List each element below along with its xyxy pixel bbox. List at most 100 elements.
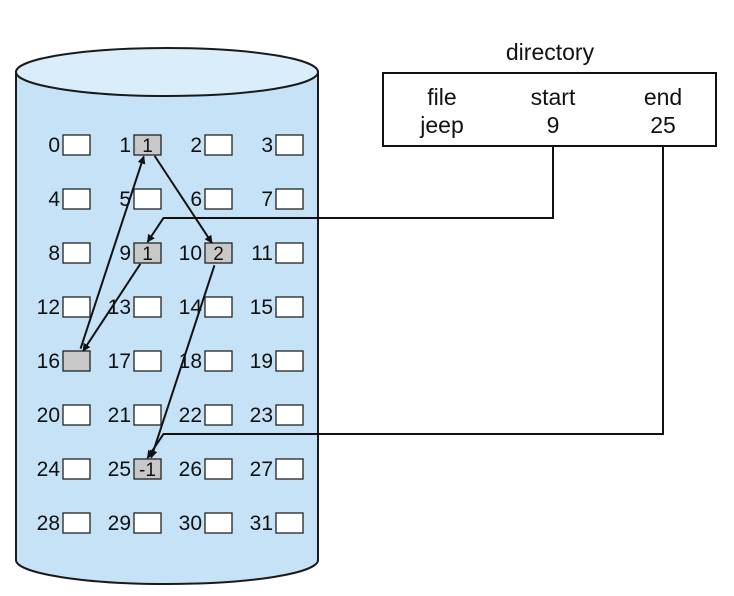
- free-block-box: [62, 404, 91, 426]
- directory-title: directory: [506, 39, 595, 65]
- disk-block-18: 18: [179, 350, 233, 373]
- block-number-label: 12: [37, 296, 60, 319]
- directory-header-start: start: [531, 84, 576, 110]
- free-block-box: [62, 296, 91, 318]
- disk-block-29: 29: [108, 512, 162, 535]
- block-pointer-value: 1: [142, 136, 153, 157]
- block-number-label: 0: [48, 134, 60, 157]
- directory-box: [382, 72, 717, 147]
- block-number-label: 8: [48, 242, 60, 265]
- pointer-arrows: [79, 146, 664, 459]
- disk-block-8: 8: [48, 242, 91, 265]
- used-block-box: [133, 242, 162, 264]
- free-block-box: [62, 458, 91, 480]
- block-pointer-value: -1: [139, 460, 156, 481]
- block-number-label: 5: [119, 188, 131, 211]
- free-block-box: [204, 350, 233, 372]
- directory-header-end: end: [644, 84, 682, 110]
- chain-arrow-16-to-1: [79, 155, 146, 349]
- block-number-label: 11: [251, 242, 273, 265]
- disk-block-22: 22: [179, 404, 233, 427]
- free-block-box: [133, 296, 162, 318]
- block-number-label: 30: [179, 512, 202, 535]
- chain-arrow-10-to-25: [149, 265, 216, 459]
- disk-block-5: 5: [119, 188, 162, 211]
- block-number-label: 31: [250, 512, 273, 535]
- disk-block-23: 23: [250, 404, 304, 427]
- disk-block-21: 21: [108, 404, 162, 427]
- disk-body: [15, 71, 319, 585]
- free-block-box: [133, 512, 162, 534]
- block-number-label: 7: [261, 188, 273, 211]
- free-block-box: [275, 458, 304, 480]
- block-number-label: 20: [37, 404, 60, 427]
- used-block-box: [204, 242, 233, 264]
- block-number-label: 23: [250, 404, 273, 427]
- block-number-label: 29: [108, 512, 131, 535]
- directory-end-pointer-arrow: [146, 146, 664, 459]
- block-number-label: 16: [37, 350, 60, 373]
- disk-block-26: 26: [179, 458, 233, 481]
- disk-block-28: 28: [37, 512, 91, 535]
- used-block-box: [133, 134, 162, 156]
- disk-block-16: 16: [37, 350, 91, 373]
- directory-row-end: 25: [650, 112, 676, 138]
- disk-block-0: 0: [48, 134, 91, 157]
- used-block-box: [133, 458, 162, 480]
- free-block-box: [204, 404, 233, 426]
- block-number-label: 26: [179, 458, 202, 481]
- free-block-box: [133, 404, 162, 426]
- disk-block-6: 6: [190, 188, 233, 211]
- free-block-box: [133, 188, 162, 210]
- disk-block-2: 2: [190, 134, 233, 157]
- disk-cylinder: [15, 47, 319, 585]
- disk-block-7: 7: [261, 188, 304, 211]
- disk-block-31: 31: [250, 512, 304, 535]
- free-block-box: [133, 350, 162, 372]
- directory-header-file: file: [427, 84, 456, 110]
- disk-block-24: 24: [37, 458, 91, 481]
- block-number-label: 25: [108, 458, 131, 481]
- block-number-label: 27: [250, 458, 273, 481]
- free-block-box: [275, 512, 304, 534]
- block-pointer-value: 1: [142, 244, 153, 265]
- free-block-box: [275, 296, 304, 318]
- block-number-label: 13: [108, 296, 131, 319]
- disk-block-20: 20: [37, 404, 91, 427]
- block-number-label: 6: [190, 188, 202, 211]
- disk-block-13: 13: [108, 296, 162, 319]
- free-block-box: [275, 188, 304, 210]
- disk-block-17: 17: [108, 350, 162, 373]
- chain-arrow-1-to-10: [153, 155, 213, 244]
- block-number-label: 10: [179, 242, 202, 265]
- free-block-box: [62, 134, 91, 156]
- disk-block-30: 30: [179, 512, 233, 535]
- free-block-box: [204, 512, 233, 534]
- directory-row-start: 9: [547, 112, 560, 138]
- used-block-box: [62, 350, 91, 372]
- directory-start-pointer-arrow: [146, 146, 554, 243]
- block-number-label: 22: [179, 404, 202, 427]
- free-block-box: [204, 188, 233, 210]
- disk-block-25: 25 -1: [108, 458, 162, 481]
- block-number-label: 28: [37, 512, 60, 535]
- disk-block-19: 19: [250, 350, 304, 373]
- free-block-box: [62, 512, 91, 534]
- free-block-box: [275, 350, 304, 372]
- block-number-label: 14: [179, 296, 203, 319]
- block-number-label: 2: [190, 134, 202, 157]
- directory-row-file: jeep: [419, 112, 463, 138]
- block-number-label: 21: [108, 404, 131, 427]
- chain-arrow-9-to-16: [82, 263, 142, 352]
- disk-block-15: 15: [250, 296, 304, 319]
- block-pointer-value: 2: [213, 244, 224, 265]
- block-number-label: 17: [108, 350, 131, 373]
- disk-block-14: 14: [179, 296, 233, 319]
- block-number-label: 15: [250, 296, 273, 319]
- free-block-box: [275, 134, 304, 156]
- free-block-box: [275, 404, 304, 426]
